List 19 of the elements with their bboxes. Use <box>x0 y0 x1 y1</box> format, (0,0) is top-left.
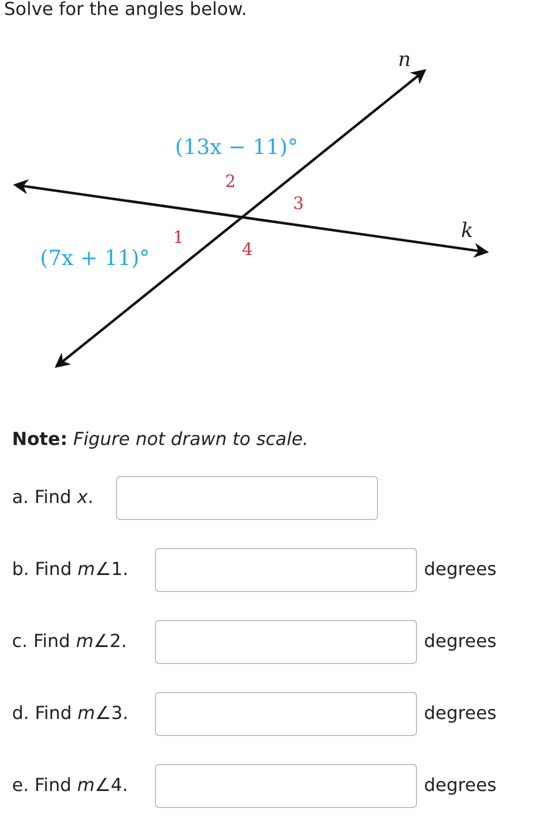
unit-text: degrees <box>424 702 496 726</box>
angle-number: 4 <box>242 239 253 262</box>
unit-text: degrees <box>424 630 496 654</box>
question-text: d. Find m∠3. <box>12 702 128 726</box>
unit-text: degrees <box>424 558 496 582</box>
angle-expression: (7x + 11)° <box>40 245 150 272</box>
angle-expression: (13x − 11)° <box>175 134 298 161</box>
question-text: e. Find m∠4. <box>12 774 128 798</box>
angle-number: 2 <box>225 171 236 194</box>
angle-number: 3 <box>293 193 304 216</box>
instruction-text: Solve for the angles below. <box>4 0 247 20</box>
line-label: k <box>461 217 474 244</box>
question-text: c. Find m∠2. <box>12 630 127 654</box>
question-text: a. Find x. <box>12 486 94 510</box>
unit-text: degrees <box>424 774 496 798</box>
line-label: n <box>398 46 411 73</box>
angle-number: 1 <box>173 227 184 250</box>
question-text: b. Find m∠1. <box>12 558 128 582</box>
note-text: Note: Figure not drawn to scale. <box>12 428 308 452</box>
